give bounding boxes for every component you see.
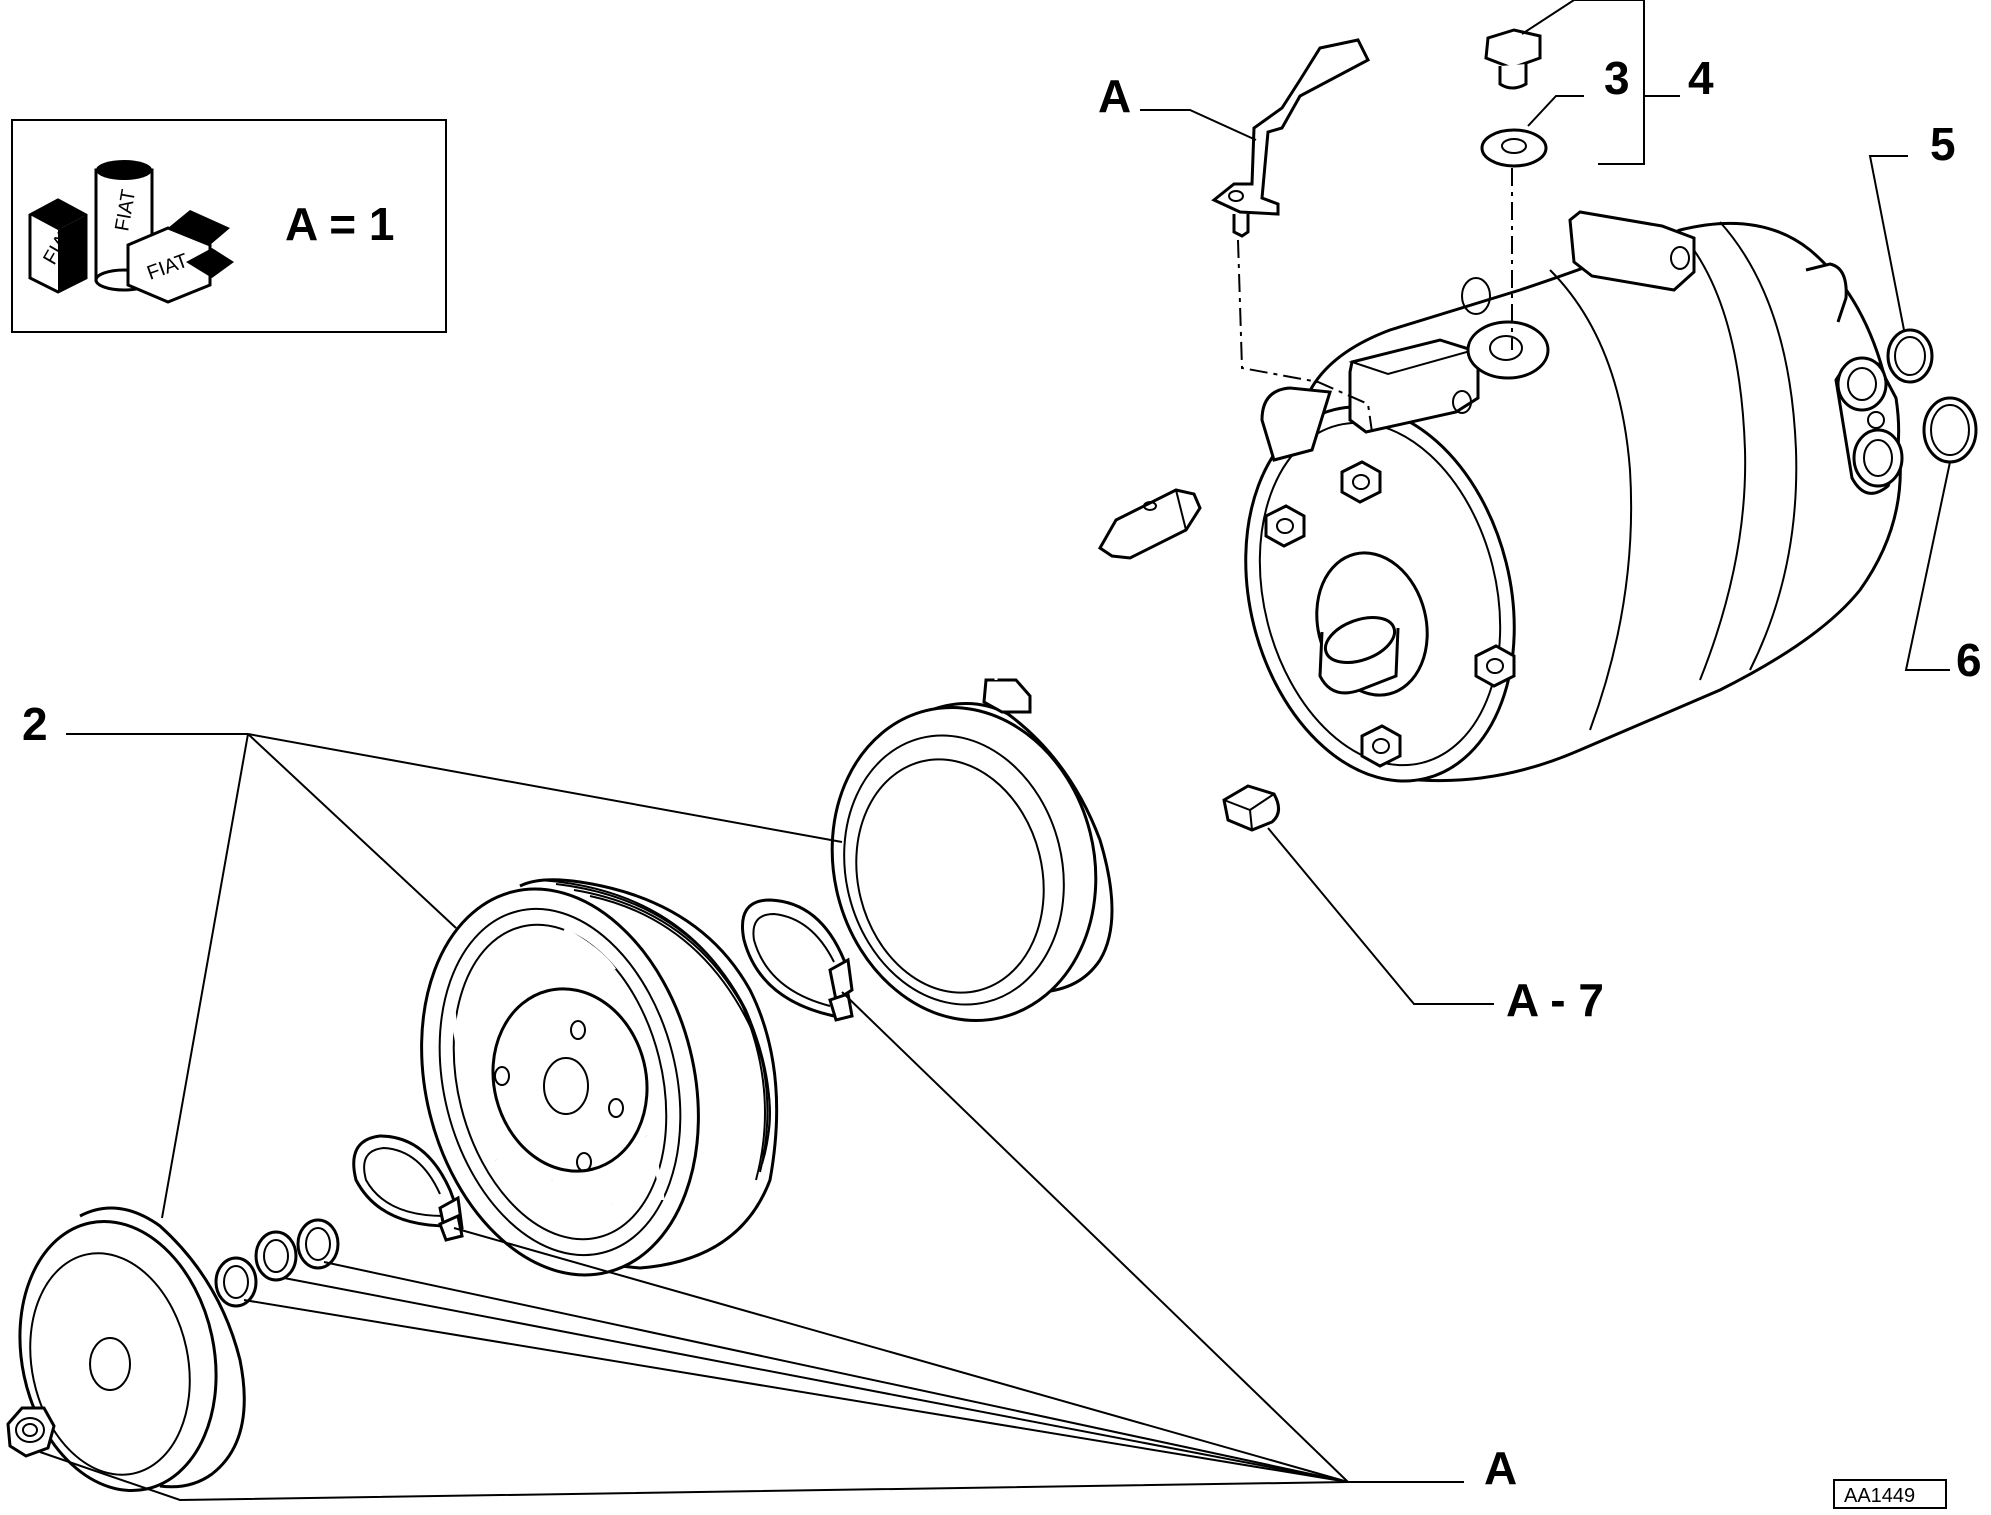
- reference-code: AA1449: [1844, 1485, 1915, 1507]
- leader-lines: [39, 0, 1951, 1502]
- bolt-part: [1484, 28, 1542, 90]
- callout-5: 5: [1930, 118, 1956, 170]
- snap-ring-pulley: [352, 1134, 464, 1242]
- pulley: [420, 878, 779, 1277]
- callout-a-top: A: [1098, 70, 1131, 122]
- front-nut: [1360, 724, 1402, 768]
- shim-washer: [296, 1218, 340, 1270]
- washer-part: [1480, 128, 1548, 168]
- o-ring-5: [1886, 328, 1934, 384]
- callout-a-7: A - 7: [1506, 974, 1604, 1026]
- callout-4: 4: [1688, 52, 1714, 104]
- woodruff-key: [1222, 784, 1280, 832]
- callout-3: 3: [1604, 52, 1630, 104]
- callout-2: 2: [22, 698, 48, 750]
- hub-nut: [6, 1406, 56, 1458]
- shim-washer: [254, 1230, 298, 1282]
- shim-washer: [214, 1256, 258, 1308]
- front-nut: [1340, 460, 1382, 504]
- fiat-parts-logo-icon: FIAT FIAT FIAT: [28, 160, 234, 304]
- bracket-part: [1211, 38, 1370, 238]
- clutch-coil: [830, 488, 1202, 1022]
- front-nut: [1474, 644, 1516, 688]
- alignment-line-bracket: [1237, 239, 1373, 433]
- o-ring-6: [1922, 396, 1978, 464]
- callout-a-bottom: A: [1484, 1442, 1517, 1494]
- legend-box: FIAT FIAT FIAT A = 1: [11, 119, 447, 333]
- reference-code-box: AA1449: [1833, 1479, 1947, 1509]
- compressor-body: [1244, 210, 1904, 783]
- front-nut: [1264, 504, 1306, 548]
- legend-formula: A = 1: [285, 198, 395, 250]
- clutch-front-plate: [18, 1206, 246, 1493]
- callout-6: 6: [1956, 634, 1982, 686]
- snap-ring-coil: [741, 898, 854, 1022]
